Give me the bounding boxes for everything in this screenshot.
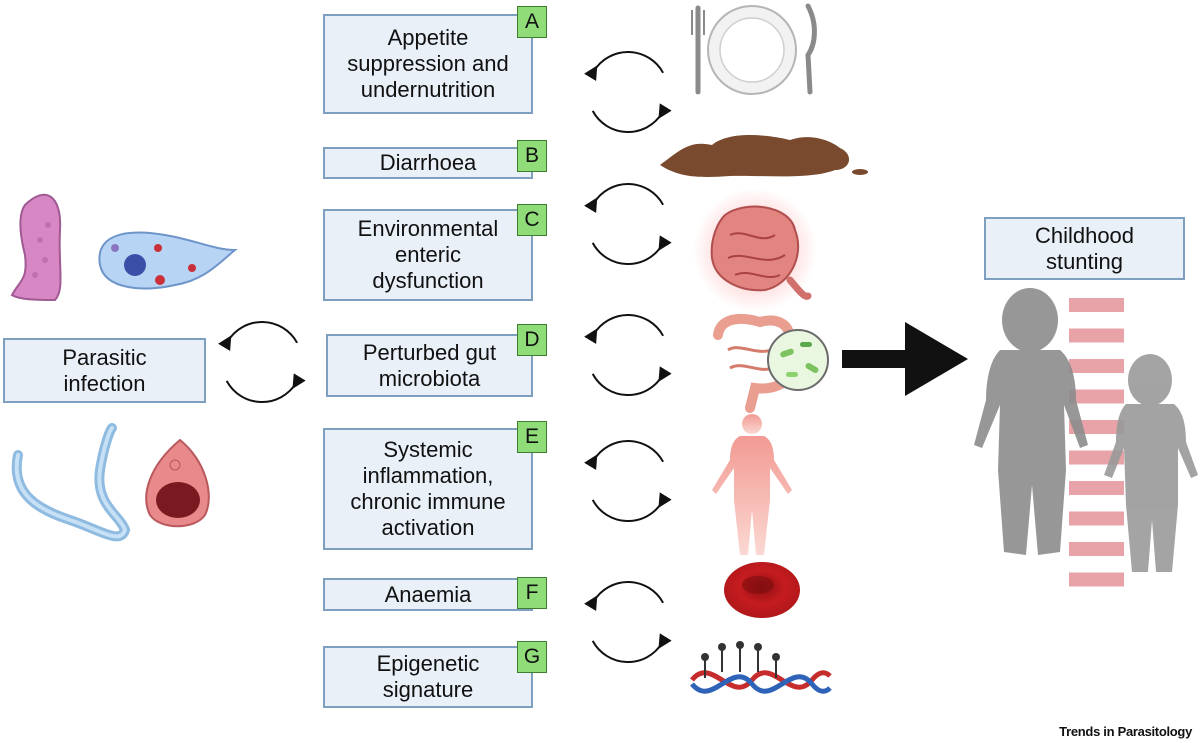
cycle-arrow-0-0 — [584, 50, 664, 82]
height-bar — [1069, 572, 1124, 587]
mechanism-tag-c: C — [517, 204, 547, 236]
childhood-stunting-label: Childhood stunting — [1034, 222, 1135, 274]
height-bar — [1069, 511, 1124, 526]
stunting-arrow — [842, 322, 968, 396]
mechanism-box-d: Perturbed gut microbiota — [326, 334, 533, 397]
height-bar — [1069, 542, 1124, 556]
mechanism-box-g: Epigenetic signature — [323, 646, 533, 708]
cycle-arrow-5-0 — [218, 320, 298, 352]
height-bar — [1069, 298, 1124, 312]
cycle-arrow-3-1 — [591, 492, 672, 523]
cycle-arrows-group — [218, 50, 672, 664]
cycle-arrow-4-1 — [591, 633, 672, 664]
cycle-arrow-5-1 — [225, 373, 306, 404]
height-bar — [1069, 359, 1124, 373]
mechanism-box-f: Anaemia — [323, 578, 533, 611]
mechanism-label-g: Epigenetic signature — [376, 651, 480, 702]
red-blood-cell-icon — [724, 562, 800, 618]
cycle-arrow-2-0 — [584, 313, 664, 345]
mechanism-label-b: Diarrhoea — [379, 150, 477, 175]
cycle-arrow-3-0 — [584, 439, 664, 471]
height-bar — [1069, 481, 1124, 495]
trichomonad-icon — [10, 193, 62, 302]
gut-microbiota-icon — [713, 313, 829, 413]
mechanism-tag-e: E — [517, 421, 547, 453]
mechanism-label-c: Environmental enteric dysfunction — [357, 216, 499, 293]
mechanism-label-f: Anaemia — [384, 581, 472, 607]
roundworm-icon — [11, 423, 131, 542]
height-scale-bars — [1069, 298, 1124, 587]
cycle-arrow-0-1 — [591, 103, 672, 134]
giardia-icon — [98, 231, 238, 290]
mechanism-box-a: Appetite suppression and undernutrition — [323, 14, 533, 114]
height-bar — [1069, 328, 1124, 343]
parasitic-infection-box: Parasitic infection — [3, 338, 206, 403]
short-child-silhouette — [1104, 354, 1198, 572]
mechanism-label-a: Appetite suppression and undernutrition — [347, 25, 509, 102]
mechanism-tag-g: G — [517, 641, 547, 673]
mechanism-tag-f: F — [517, 577, 547, 609]
cycle-arrow-4-0 — [584, 580, 664, 612]
plate-cutlery-icon — [691, 3, 817, 95]
diarrhoea-puddle-icon — [660, 135, 868, 177]
cycle-arrow-2-1 — [591, 366, 672, 397]
mechanism-tag-b: B — [517, 140, 547, 172]
mechanism-label-e: Systemic inflammation, chronic immune ac… — [350, 437, 506, 540]
mechanism-label-d: Perturbed gut microbiota — [362, 339, 497, 391]
inflamed-intestine-icon — [693, 188, 817, 312]
cycle-arrow-1-0 — [584, 182, 664, 214]
mechanism-tag-a: A — [517, 6, 547, 38]
mechanism-box-e: Systemic inflammation, chronic immune ac… — [323, 428, 533, 550]
mechanism-box-b: Diarrhoea — [323, 147, 533, 179]
height-bar — [1069, 389, 1124, 404]
trophozoite-icon — [145, 438, 210, 528]
cycle-arrow-1-1 — [591, 235, 672, 266]
tall-child-silhouette — [974, 288, 1088, 555]
mechanism-tag-d: D — [517, 324, 547, 356]
childhood-stunting-box: Childhood stunting — [984, 217, 1185, 280]
parasitic-infection-label: Parasitic infection — [62, 344, 147, 396]
methylated-dna-icon — [690, 641, 832, 694]
mechanism-box-c: Environmental enteric dysfunction — [323, 209, 533, 301]
journal-credit: Trends in Parasitology — [1059, 724, 1192, 739]
inflamed-body-icon — [712, 414, 792, 555]
